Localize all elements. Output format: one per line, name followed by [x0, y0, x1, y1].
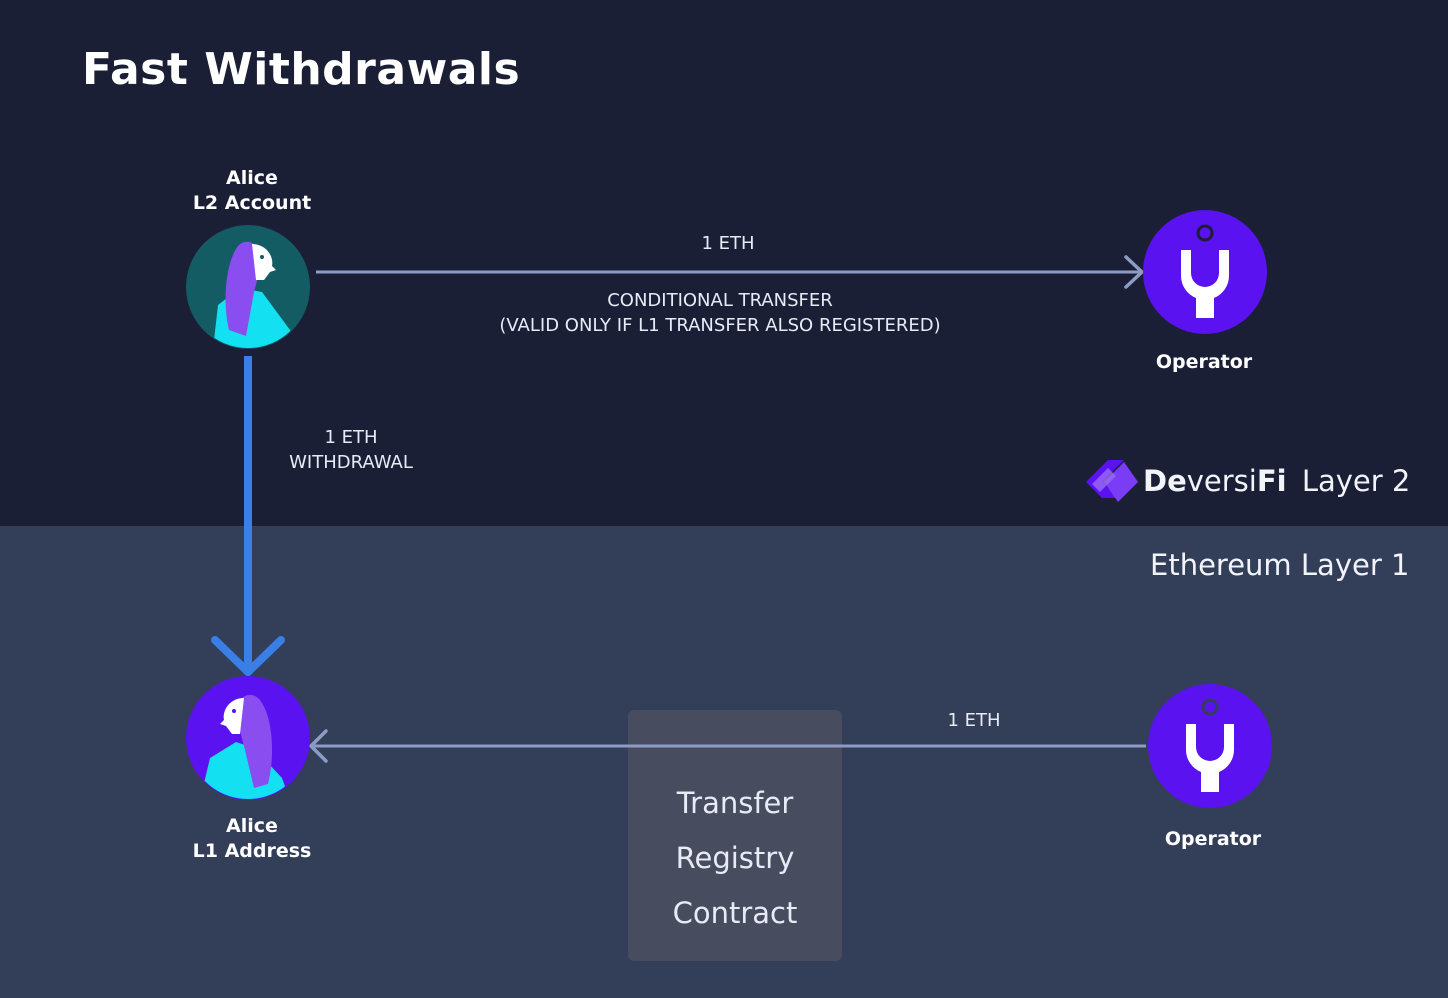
brand-fi: Fi — [1256, 464, 1287, 498]
alice-l1-avatar — [186, 676, 310, 800]
withdrawal-arrow — [211, 356, 285, 676]
alice-l1-label: Alice L1 Address — [152, 814, 352, 864]
layer2-suffix: Layer 2 — [1301, 464, 1411, 498]
conditional-label: CONDITIONAL TRANSFER (VALID ONLY IF L1 T… — [420, 288, 1020, 338]
alice-l1-address: L1 Address — [192, 840, 312, 862]
brand-versi: versi — [1186, 464, 1257, 498]
conditional-amount: 1 ETH — [701, 233, 755, 254]
alice-l2-avatar — [186, 225, 310, 349]
registry-line2: Registry — [675, 841, 795, 875]
deversifi-layer2-label: DeversiFi Layer 2 — [1143, 464, 1410, 498]
transfer-registry-contract: Transfer Registry Contract — [628, 710, 842, 961]
operator-bottom-label: Operator — [1164, 828, 1262, 850]
withdrawal-amount: 1 ETH — [324, 427, 378, 448]
withdrawal-text: WITHDRAWAL — [289, 452, 413, 473]
operator-bottom-icon — [1148, 684, 1272, 808]
conditional-line1: CONDITIONAL TRANSFER — [607, 290, 833, 311]
brand-de: De — [1143, 464, 1187, 498]
alice-l2-name: Alice — [226, 167, 278, 189]
operator-top-label: Operator — [1155, 351, 1253, 373]
l1-transfer-arrow — [309, 729, 1146, 763]
alice-l1-name: Alice — [226, 815, 278, 837]
conditional-transfer-arrow — [316, 255, 1144, 289]
page-title: Fast Withdrawals — [82, 44, 521, 95]
registry-line3: Contract — [672, 896, 798, 930]
ethereum-layer1-label: Ethereum Layer 1 — [1150, 548, 1410, 582]
registry-line1: Transfer — [676, 786, 794, 820]
deversifi-logo-icon — [1086, 460, 1138, 502]
alice-l2-account: L2 Account — [192, 192, 312, 214]
alice-l2-label: Alice L2 Account — [152, 166, 352, 216]
operator-top-icon — [1143, 210, 1267, 334]
l1-transfer-amount: 1 ETH — [947, 710, 1001, 731]
conditional-line2: (VALID ONLY IF L1 TRANSFER ALSO REGISTER… — [499, 315, 941, 336]
withdrawal-label: 1 ETH WITHDRAWAL — [251, 425, 451, 475]
